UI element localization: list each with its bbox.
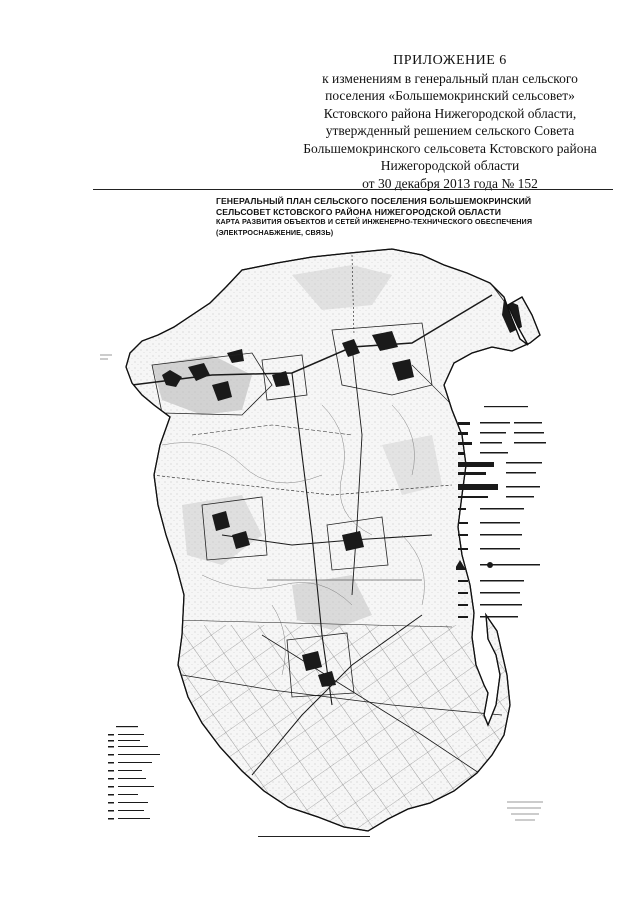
appendix-line-7: от 30 декабря 2013 года № 152 — [362, 175, 538, 191]
map-title: ГЕНЕРАЛЬНЫЙ ПЛАН СЕЛЬСКОГО ПОСЕЛЕНИЯ БОЛ… — [216, 196, 556, 238]
appendix-line-6: Нижегородской области — [380, 158, 520, 173]
map-legend-left — [108, 726, 160, 820]
appendix-line-5: Большемокринского сельсовета Кстовского … — [303, 140, 597, 156]
map-frame-bottom-line — [258, 836, 370, 837]
map-stamp — [507, 801, 543, 821]
map-frame-top-line — [93, 189, 613, 190]
map-title-line-4: (ЭЛЕКТРОСНАБЖЕНИЕ, СВЯЗЬ) — [216, 227, 334, 237]
map-title-line-2: СЕЛЬСОВЕТ КСТОВСКОГО РАЙОНА НИЖЕГОРОДСКО… — [216, 206, 502, 217]
map-legend-right — [456, 406, 546, 618]
appendix-line-3: Кстовского района Нижегородской области, — [323, 105, 577, 121]
appendix-line-2: поселения «Большемокринский сельсовет» — [325, 88, 575, 103]
appendix-title: ПРИЛОЖЕНИЕ 6 — [393, 53, 507, 68]
appendix-line-4: утвержденный решением сельского Совета — [325, 123, 575, 138]
appendix-line-1: к изменениям в генеральный план сельског… — [322, 70, 578, 86]
map-title-line-1: ГЕНЕРАЛЬНЫЙ ПЛАН СЕЛЬСКОГО ПОСЕЛЕНИЯ БОЛ… — [216, 196, 532, 206]
map-title-line-3: КАРТА РАЗВИТИЯ ОБЪЕКТОВ И СЕТЕЙ ИНЖЕНЕРН… — [216, 217, 533, 226]
general-plan-map — [100, 248, 541, 832]
appendix-header: ПРИЛОЖЕНИЕ 6 к изменениям в генеральный … — [290, 52, 610, 192]
